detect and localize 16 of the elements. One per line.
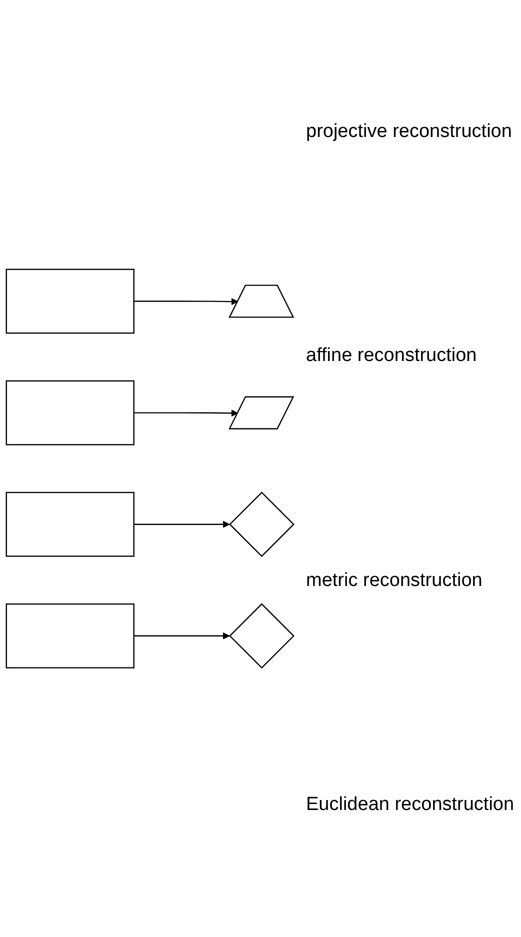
caption-text: projective reconstruction [306,121,513,144]
caption-text: metric reconstruction [306,570,484,592]
arrow [134,298,238,305]
caption-text: Euclidean reconstruction [306,794,515,816]
caption-text: affine reconstruction [306,345,478,368]
node-box [6,268,134,334]
node-diamond [229,492,294,557]
node-box [6,380,134,446]
node-diamond [229,603,294,669]
node-box [6,603,134,668]
node-parallelogram [228,396,294,430]
arrow [134,632,230,640]
node-trapezoid [228,284,294,318]
node-box [6,492,134,557]
arrow [134,410,238,417]
arrow [134,520,230,528]
